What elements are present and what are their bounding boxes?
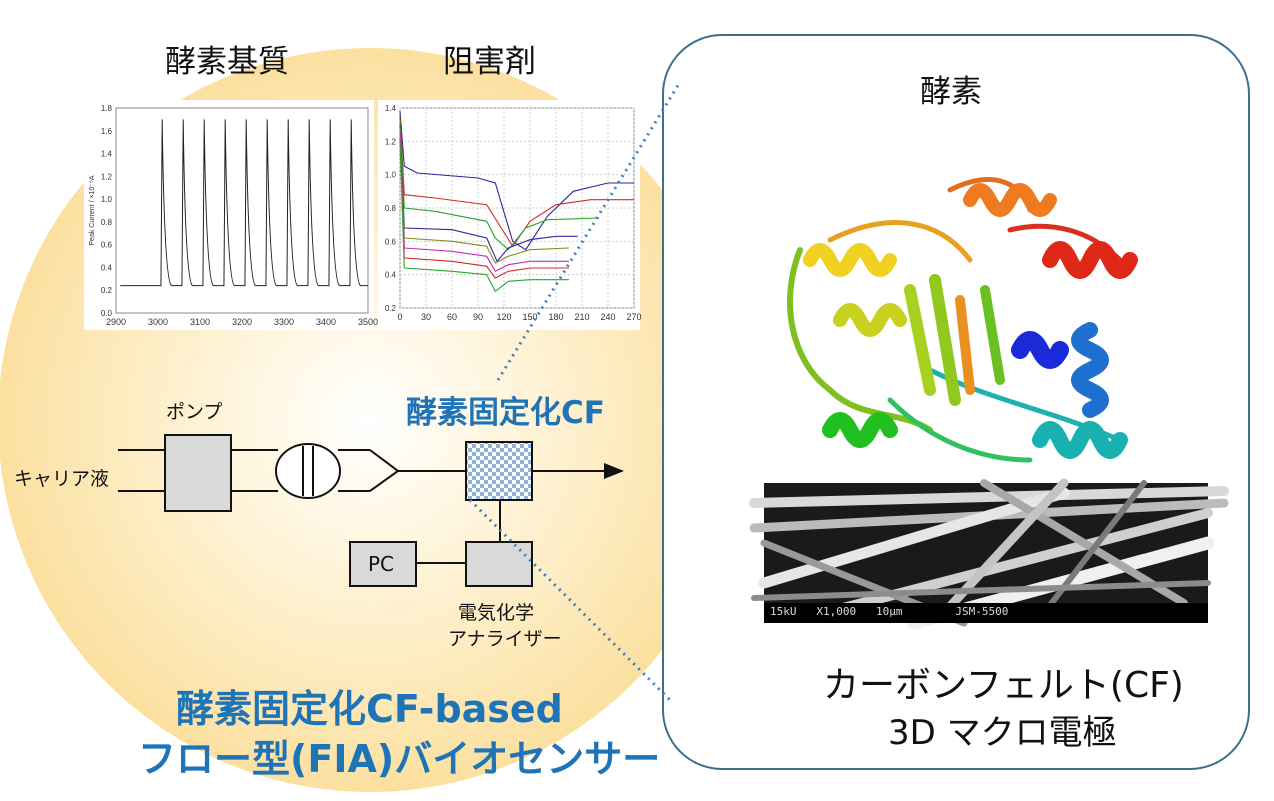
enzyme-structure-image (787, 177, 1138, 463)
inhibitor-title: 阻害剤 (443, 44, 536, 80)
x-tick-label: 180 (548, 312, 563, 322)
sensor-title-line1: 酵素固定化CF-based (176, 687, 563, 731)
y-tick-label: 0.2 (101, 286, 113, 295)
y-tick-label: 1.0 (101, 195, 113, 204)
sem-info-bar: 15kU X1,000 10μm JSM-5500 (770, 605, 1009, 618)
analyzer-label-line1: 電気化学 (458, 602, 535, 624)
y-tick-label: 0.0 (101, 309, 113, 318)
y-tick-label: 0.8 (385, 204, 397, 213)
response-series-1 (399, 111, 634, 251)
response-series-3 (399, 119, 600, 251)
x-tick-label: 3100 (190, 317, 210, 327)
y-tick-label: 0.2 (385, 304, 397, 313)
response-series-8 (399, 141, 569, 293)
response-series-5 (399, 127, 570, 264)
peak-current-series (120, 119, 368, 287)
x-tick-label: 3200 (232, 317, 252, 327)
enzyme-cf-label: 酵素固定化CF (406, 395, 605, 431)
enzyme-title: 酵素 (920, 74, 982, 110)
y-tick-label: 1.0 (385, 171, 397, 180)
y-tick-label: 1.2 (385, 137, 397, 146)
macro-electrode-caption: 3D マクロ電極 (888, 713, 1117, 753)
y-tick-label: 1.4 (101, 150, 113, 159)
x-tick-label: 0 (397, 312, 402, 322)
y-tick-label: 1.4 (385, 104, 397, 113)
plot-area (115, 107, 369, 314)
y-tick-label: 0.6 (385, 237, 397, 246)
y-tick-label: 1.6 (101, 127, 113, 136)
x-tick-label: 210 (574, 312, 589, 322)
response-series-2 (399, 116, 634, 248)
y-axis-label: Peak Current / ×10⁻⁵A (89, 175, 96, 246)
x-tick-label: 3000 (148, 317, 168, 327)
x-tick-label: 2900 (106, 317, 126, 327)
response-series-7 (399, 137, 569, 279)
x-tick-label: 3300 (274, 317, 294, 327)
carbon-felt-sem-image (749, 478, 1229, 630)
y-tick-label: 0.6 (101, 241, 113, 250)
carrier-label: キャリア液 (14, 468, 110, 490)
y-tick-label: 0.8 (101, 218, 113, 227)
pump-box (164, 434, 232, 512)
injection-valve (275, 443, 341, 499)
y-tick-label: 1.8 (101, 104, 113, 113)
x-tick-label: 240 (600, 312, 615, 322)
enzyme-cf-cell (465, 441, 533, 501)
substrate-title: 酵素基質 (165, 44, 289, 80)
x-tick-label: 30 (421, 312, 431, 322)
y-tick-label: 0.4 (385, 271, 397, 280)
substrate-peak-chart: 2900 3000 3100 3200 3300 3400 3500 0.0 0.2 0.4 0.6… (84, 100, 378, 330)
pump-label: ポンプ (166, 401, 223, 423)
x-tick-label: 90 (473, 312, 483, 322)
flow-diagram (118, 434, 624, 587)
x-tick-label: 270 (626, 312, 641, 322)
y-tick-label: 0.4 (101, 263, 113, 272)
inhibitor-response-chart: 0 30 60 90 120 150 180 210 240 270 0.2 0.4 0.6 0.8 1.0… (378, 100, 642, 330)
response-series-4 (399, 124, 578, 263)
pc-label: PC (368, 552, 395, 576)
carbon-felt-caption: カーボンフェルト(CF) (823, 665, 1184, 706)
x-tick-label: 150 (522, 312, 537, 322)
x-tick-label: 60 (447, 312, 457, 322)
x-tick-label: 3400 (316, 317, 336, 327)
sensor-title-line2: フロー型(FIA)バイオセンサー (138, 737, 661, 781)
analyzer-label-line2: アナライザー (448, 628, 562, 650)
y-tick-label: 1.2 (101, 172, 113, 181)
response-series-6 (399, 132, 569, 273)
x-tick-label: 120 (496, 312, 511, 322)
x-tick-label: 3500 (358, 317, 378, 327)
